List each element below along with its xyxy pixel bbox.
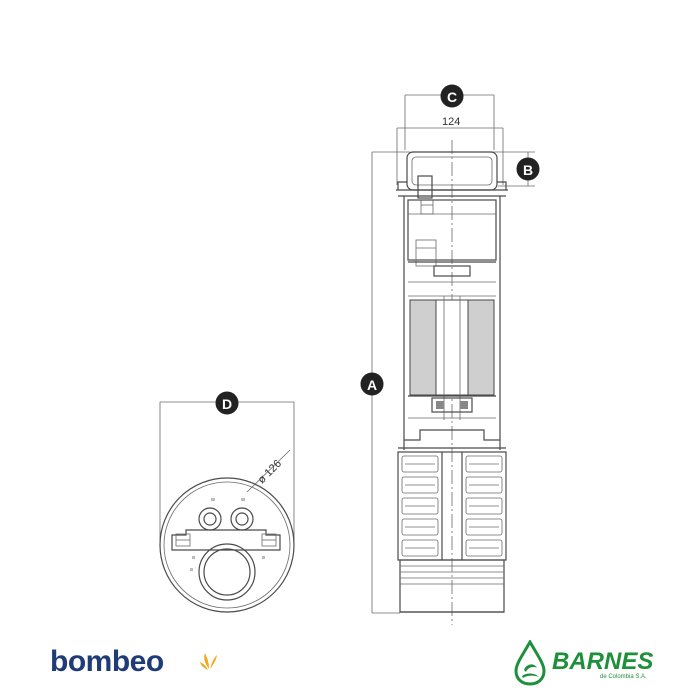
- dimension-diameter: ø 126: [256, 458, 284, 486]
- label-b-badge: B: [516, 157, 540, 181]
- label-b: B: [523, 162, 533, 178]
- stage-chamber: [465, 476, 503, 494]
- label-a-badge: A: [360, 372, 384, 396]
- barnes-subtitle: de Colombia S.A.: [600, 674, 647, 680]
- pump-side-view: [371, 94, 535, 625]
- stage-chamber: [465, 539, 503, 557]
- dimension-124: 124: [442, 116, 460, 128]
- stage-chamber: [401, 455, 439, 473]
- impeller-stages: [401, 455, 503, 557]
- stage-chamber: [401, 518, 439, 536]
- bombeo-wordmark: bombeo: [50, 645, 164, 678]
- stage-chamber: [465, 455, 503, 473]
- water-drop-icon: [514, 640, 546, 686]
- pump-top-view: [159, 401, 295, 613]
- label-c-badge: C: [440, 84, 464, 108]
- bombeo-logo: bombeo: [50, 645, 217, 685]
- label-a: A: [367, 377, 377, 393]
- stage-chamber: [401, 497, 439, 515]
- water-splash-icon: [200, 653, 217, 670]
- stage-chamber: [401, 539, 439, 557]
- stage-chamber: [465, 497, 503, 515]
- stage-chamber: [465, 518, 503, 536]
- label-d: D: [222, 396, 232, 412]
- barnes-wordmark: BARNES: [552, 648, 654, 675]
- label-c: C: [447, 89, 457, 105]
- barnes-logo: BARNES de Colombia S.A.: [512, 638, 662, 688]
- stage-chamber: [401, 476, 439, 494]
- label-d-badge: D: [215, 391, 239, 415]
